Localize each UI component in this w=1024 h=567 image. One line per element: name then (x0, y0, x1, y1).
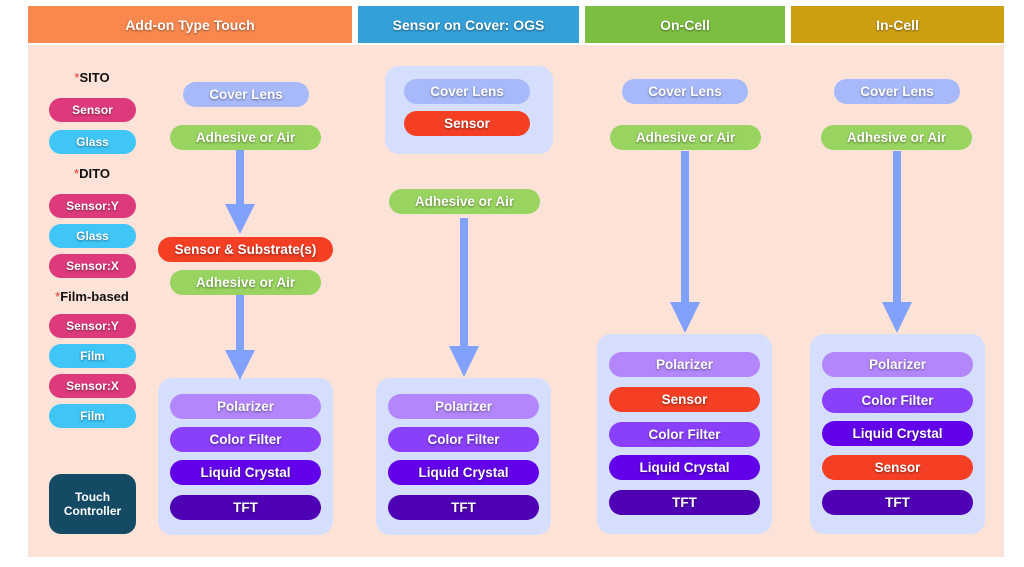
header-add-on-type-touch: Add-on Type Touch (28, 6, 352, 43)
ogs-adhesive: Adhesive or Air (389, 189, 540, 214)
ogs-tft: TFT (388, 495, 539, 520)
legend-film-sensor-y: Sensor:Y (49, 314, 136, 338)
addon-polarizer: Polarizer (170, 394, 321, 419)
incell-sensor: Sensor (822, 455, 973, 480)
ogs-color-filter: Color Filter (388, 427, 539, 452)
legend-dito-sensor-x: Sensor:X (49, 254, 136, 278)
addon-sensor-substrate: Sensor & Substrate(s) (158, 237, 333, 262)
ogs-sensor: Sensor (404, 111, 530, 136)
legend-sito-sensor: Sensor (49, 98, 136, 122)
legend-dito-glass: Glass (49, 224, 136, 248)
oncell-liquid-crystal: Liquid Crystal (609, 455, 760, 480)
addon-adhesive-bottom: Adhesive or Air (170, 270, 321, 295)
incell-polarizer: Polarizer (822, 352, 973, 377)
incell-color-filter: Color Filter (822, 388, 973, 413)
legend-film-film-1: Film (49, 344, 136, 368)
legend-film-film-2: Film (49, 404, 136, 428)
header-sensor-on-cover-ogs: Sensor on Cover: OGS (358, 6, 579, 43)
ogs-cover-lens: Cover Lens (404, 79, 530, 104)
oncell-color-filter: Color Filter (609, 422, 760, 447)
header-on-cell: On-Cell (585, 6, 785, 43)
legend-dito-sensor-y: Sensor:Y (49, 194, 136, 218)
oncell-polarizer: Polarizer (609, 352, 760, 377)
incell-liquid-crystal: Liquid Crystal (822, 421, 973, 446)
oncell-tft: TFT (609, 490, 760, 515)
touch-controller: Touch Controller (49, 474, 136, 534)
addon-tft: TFT (170, 495, 321, 520)
addon-adhesive-top: Adhesive or Air (170, 125, 321, 150)
header-in-cell: In-Cell (791, 6, 1004, 43)
incell-tft: TFT (822, 490, 973, 515)
ogs-polarizer: Polarizer (388, 394, 539, 419)
legend-film-title: *Film-based (55, 289, 129, 304)
addon-cover-lens: Cover Lens (183, 82, 309, 107)
legend-sito-glass: Glass (49, 130, 136, 154)
addon-liquid-crystal: Liquid Crystal (170, 460, 321, 485)
legend-dito-title: *DITO (74, 166, 110, 181)
incell-adhesive: Adhesive or Air (821, 125, 972, 150)
ogs-liquid-crystal: Liquid Crystal (388, 460, 539, 485)
oncell-cover-lens: Cover Lens (622, 79, 748, 104)
oncell-sensor: Sensor (609, 387, 760, 412)
incell-cover-lens: Cover Lens (834, 79, 960, 104)
addon-color-filter: Color Filter (170, 427, 321, 452)
oncell-adhesive: Adhesive or Air (610, 125, 761, 150)
legend-film-sensor-x: Sensor:X (49, 374, 136, 398)
legend-sito-title: *SITO (74, 70, 110, 85)
